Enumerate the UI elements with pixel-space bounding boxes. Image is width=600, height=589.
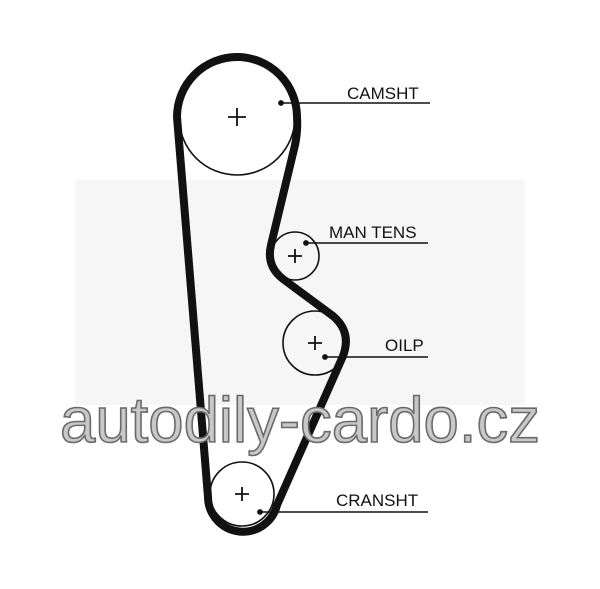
label-oil-pump: OILP (385, 336, 424, 355)
watermark-text: autodily-cardo.cz (60, 384, 540, 456)
label-tensioner: MAN TENS (329, 223, 417, 242)
label-crankshaft: CRANSHT (336, 491, 418, 510)
label-camshaft: CAMSHT (347, 84, 419, 103)
leader-lines (257, 100, 430, 515)
timing-belt (173, 53, 350, 536)
pulley-centre-marks (228, 108, 322, 501)
